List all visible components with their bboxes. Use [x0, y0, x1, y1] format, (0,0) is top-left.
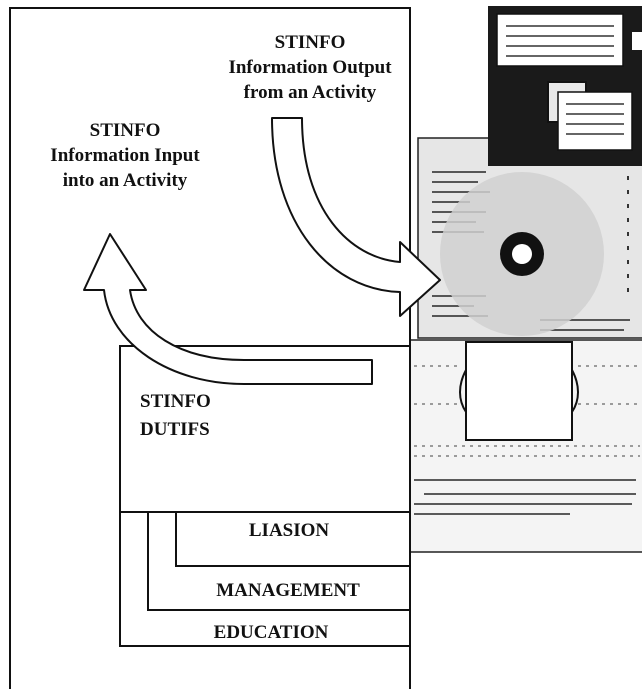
output-label-line2: Information Output — [228, 57, 392, 78]
management-divider — [175, 512, 410, 567]
input-label: STINFO Information Input into an Activit… — [30, 118, 220, 193]
duties-box — [119, 345, 411, 647]
liaison-label: LIASION — [248, 520, 330, 541]
duties-boxes — [119, 345, 411, 647]
input-label-line2: Information Input — [50, 145, 200, 166]
input-arrow-shape — [83, 233, 373, 385]
education-label: EDUCATION — [213, 622, 329, 643]
output-arrow — [271, 117, 441, 317]
disk-hub-hole — [512, 244, 532, 264]
floppy-label — [496, 13, 624, 67]
input-label-line3: into an Activity — [62, 170, 188, 191]
floppy-small-label — [557, 91, 633, 151]
document-figure-bracket — [459, 369, 467, 413]
document-figure — [465, 341, 573, 441]
output-label-line1: STINFO — [274, 32, 346, 53]
output-label: STINFO Information Output from an Activi… — [205, 30, 415, 105]
input-label-line1: STINFO — [89, 120, 161, 141]
duties-label-line1: STINFO — [140, 391, 211, 412]
education-divider — [147, 512, 410, 611]
duties-label-line2: DUTIFS — [140, 419, 210, 440]
management-label: MANAGEMENT — [216, 580, 360, 601]
output-label-line3: from an Activity — [243, 82, 377, 103]
duties-label: STINFO DUTIFS — [140, 388, 290, 444]
activity-illustration — [409, 6, 642, 553]
